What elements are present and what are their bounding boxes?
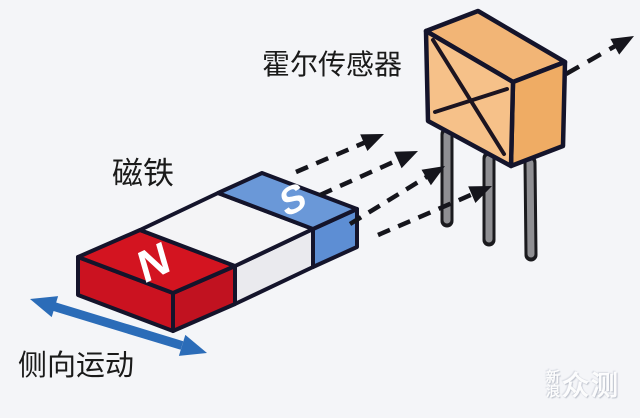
field-arrow-icon — [295, 134, 384, 175]
watermark-char-top: 新 — [546, 368, 560, 385]
magnet-label: 磁铁 — [112, 156, 174, 191]
hall-sensor-box — [423, 8, 568, 169]
field-arrow-icon — [377, 186, 492, 238]
field-arrow-icon — [319, 151, 418, 198]
watermark-char-bottom: 浪 — [546, 382, 560, 399]
magnet — [76, 171, 359, 333]
field-arrows — [295, 134, 492, 238]
watermark: 新 浪 众测 — [546, 364, 620, 403]
motion-label: 侧向运动 — [18, 349, 134, 382]
field-arrow-icon — [348, 166, 445, 226]
watermark-stack: 新 浪 — [546, 370, 560, 398]
motion-arrow-icon — [30, 296, 207, 356]
sensor-x-mark-icon — [431, 38, 509, 156]
sensor-leg — [523, 155, 538, 262]
sensor-label: 霍尔传感器 — [262, 49, 402, 80]
output-arrow-icon — [564, 36, 634, 76]
magnet-top-south — [216, 171, 359, 231]
watermark-main: 众测 — [562, 371, 620, 401]
sensor-right-face — [508, 59, 568, 169]
